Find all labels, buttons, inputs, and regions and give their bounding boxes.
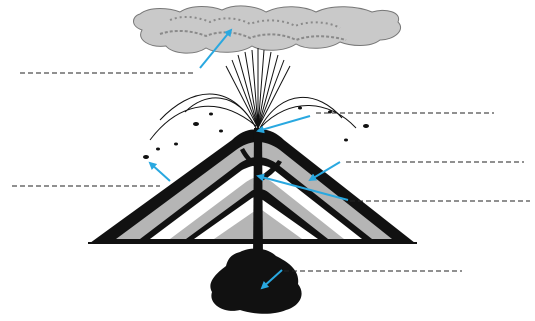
ash-cloud xyxy=(134,6,401,53)
volcano-cone xyxy=(88,129,417,243)
eruption-column xyxy=(150,48,356,140)
magma-chamber xyxy=(210,249,301,314)
arrow-volcanic-bombs xyxy=(150,163,170,181)
